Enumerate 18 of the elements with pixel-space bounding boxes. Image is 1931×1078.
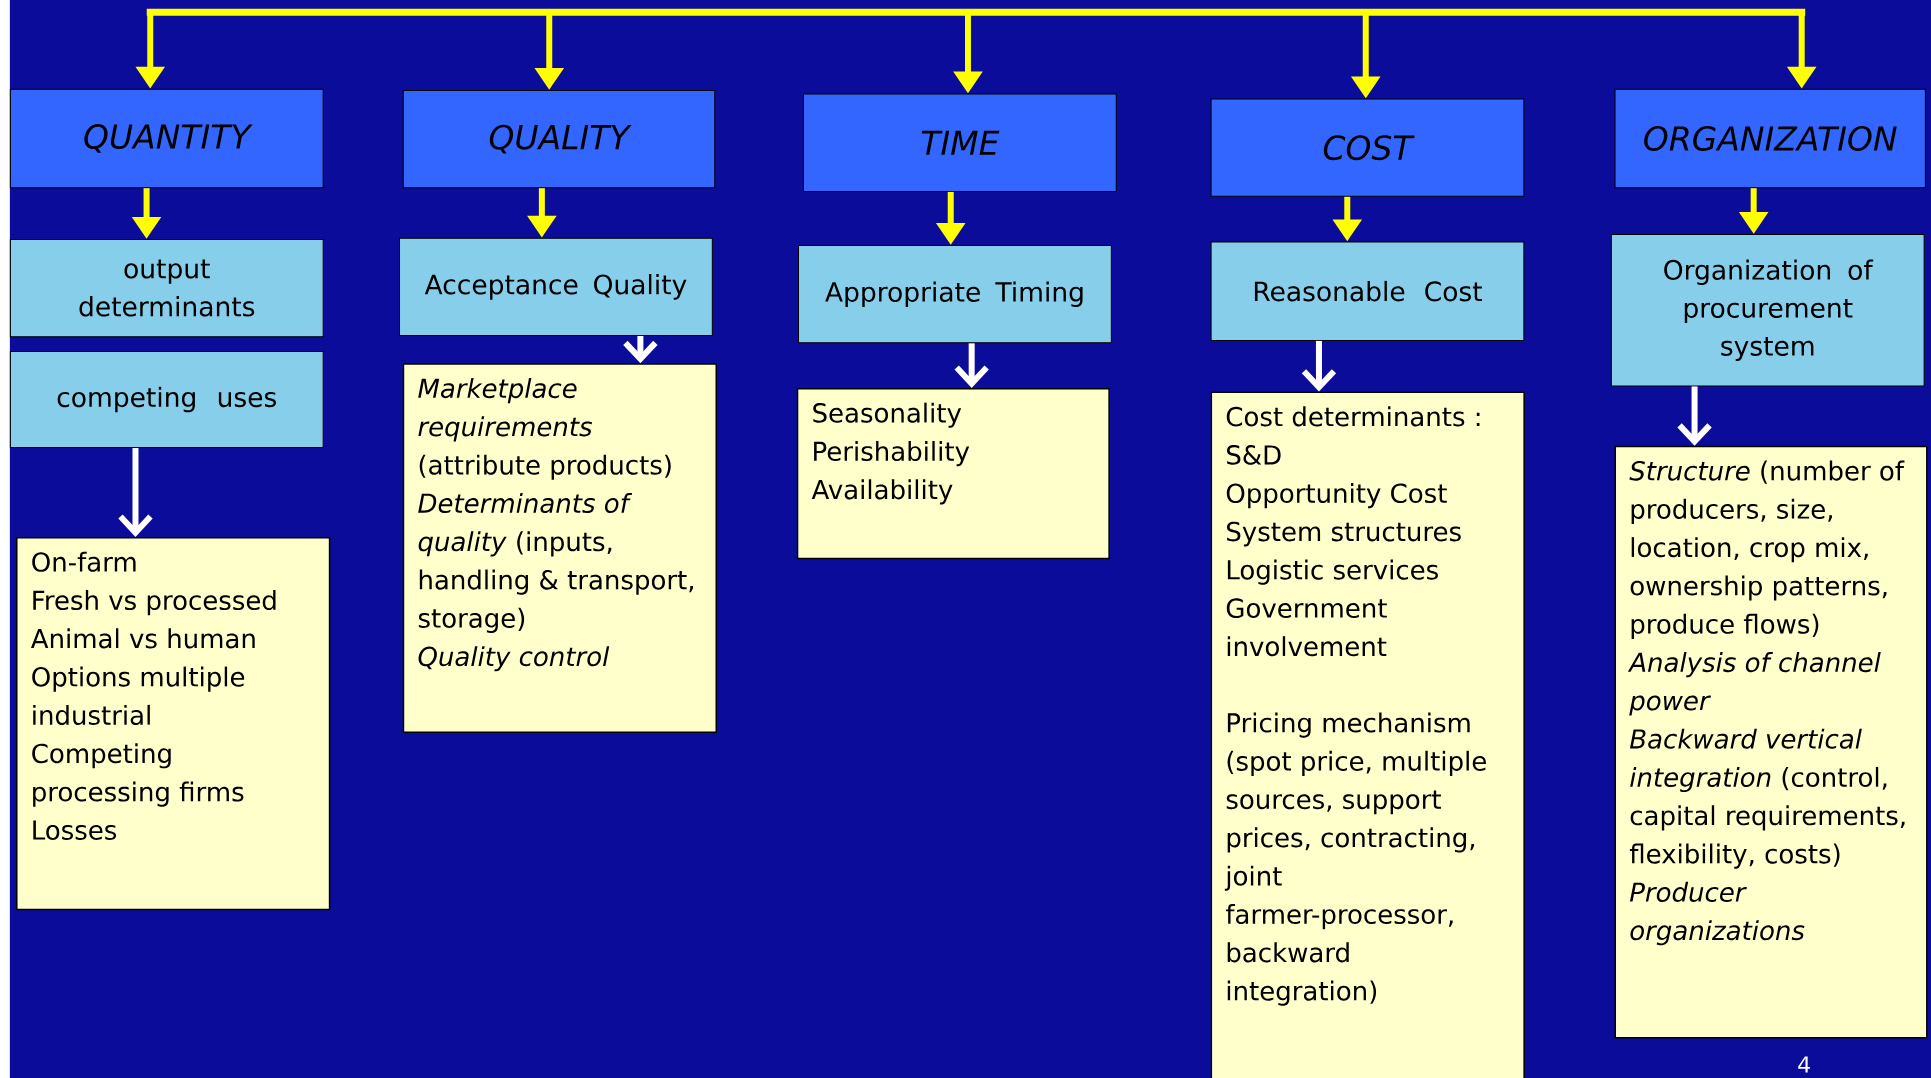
- category-header: TIME: [802, 93, 1117, 192]
- arrow: [118, 448, 153, 537]
- subheading-box: Reasonable Cost: [1210, 241, 1525, 341]
- subheading-box: Appropriate Timing: [798, 245, 1112, 344]
- text-box: On-farm Fresh vs processed Animal vs human Options multiple industrial Competing processing firms Losses: [16, 536, 331, 911]
- subheading-box: Acceptance Quality: [399, 237, 713, 336]
- text-box: Marketplace requirements (attribute products) Determinants of quality (inputs, handling & transport, storage) Quality control: [402, 363, 717, 733]
- category-header: QUANTITY: [9, 88, 324, 189]
- text-box: Cost determinants : S&D Opportunity Cost System structures Logistic services Government involvement Pricing mechanism (spot price, multiple sources, support prices, contracting, joint farmer-processor, backward integration): [1210, 391, 1525, 1078]
- connector-line: [146, 8, 1806, 16]
- category-header: QUALITY: [402, 89, 716, 189]
- text-box: Structure (number of producers, size, location, crop mix, ownership patterns, produce flows) Analysis of channel power Backward vertical integration (control, capital requirements, flexibility, costs) Producer organizations: [1614, 445, 1928, 1039]
- text-box: Seasonality Perishability Availability: [796, 387, 1110, 560]
- subheading-box: competing uses: [9, 351, 324, 449]
- subheading-box: Organization of procurement system: [1610, 234, 1925, 387]
- category-header: COST: [1210, 98, 1525, 197]
- category-header: ORGANIZATION: [1614, 88, 1926, 189]
- subheading-box: output determinants: [9, 238, 324, 338]
